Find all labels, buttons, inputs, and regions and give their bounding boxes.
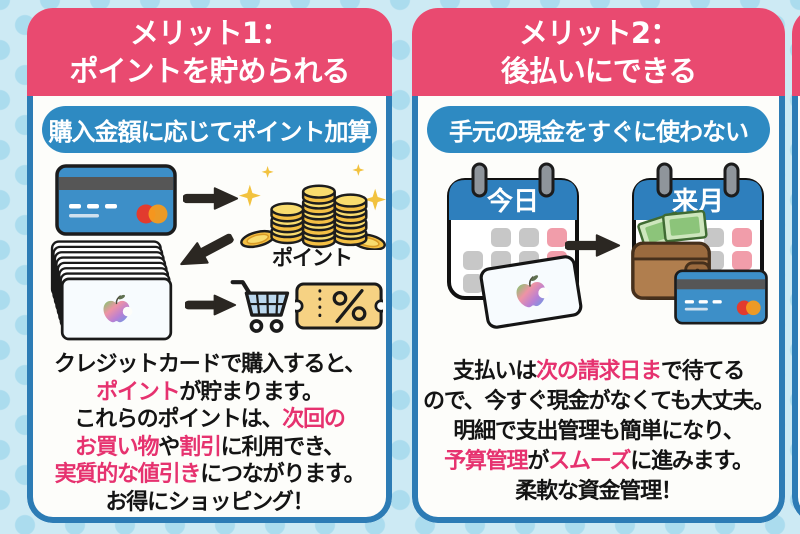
credit-card-icon [55, 164, 177, 236]
sparkles-icon [238, 184, 261, 207]
merit-2-subtitle-pill: 手元の現金をすぐに使わない [427, 106, 770, 153]
body-text-line: クレジットカードで購入すると、 [53, 352, 366, 377]
percent-symbol [332, 289, 367, 323]
shopping-cart-icon [230, 280, 290, 333]
partial-next-card-header [792, 8, 800, 96]
merit-2-card: メリット2： 後払いにできる 手元の現金をすぐに使わない 今日 [412, 8, 785, 523]
merit-1-body: 購入金額に応じてポイント加算 [27, 96, 392, 523]
coins-icon [238, 163, 386, 250]
merit-1-illustration: ポイント [33, 160, 386, 345]
partial-next-card [792, 8, 800, 523]
merit-2-title-line2: 後払いにできる [500, 54, 697, 88]
body-text-line: 柔軟な資金管理！ [515, 479, 683, 504]
merit-1-header: メリット1： ポイントを貯められる [27, 8, 392, 96]
body-text-line: ので、今すぐ現金がなくても大丈夫。 [423, 389, 775, 414]
body-text-line: 明細で支出管理も簡単になり、 [453, 419, 745, 444]
points-label: ポイント [272, 246, 353, 270]
body-text-line: 実質的な値引きにつながります。 [54, 462, 366, 487]
apple-gift-card-icon [479, 255, 583, 329]
merit-1-description: クレジットカードで購入すると、ポイントが貯まります。これらのポイントは、次回のお… [33, 351, 386, 516]
body-text-line: ポイントが貯まります。 [96, 379, 324, 405]
merit-2-illustration: 今日 [418, 160, 779, 345]
partial-next-card-body [792, 96, 800, 523]
body-text-line: これらのポイントは、次回の [74, 407, 346, 432]
merit-2-description: 支払いは次の請求日まで待てるので、今すぐ現金がなくても大丈夫。明細で支出管理も簡… [418, 357, 779, 507]
body-text-line: 支払いは次の請求日まで待てる [452, 359, 745, 384]
body-text-line: お買い物や割引に利用でき、 [75, 434, 345, 460]
body-text-line: お得にショッピング！ [105, 489, 314, 515]
merit-1-title-line1: メリット1： [129, 15, 290, 50]
merit-1-subtitle-pill: 購入金額に応じてポイント加算 [42, 106, 377, 153]
arrow-right-icon [565, 233, 621, 258]
merit-2-header: メリット2： 後払いにできる [412, 8, 785, 96]
merit-1-card: メリット1： ポイントを貯められる 購入金額に応じてポイント加算 [27, 8, 392, 523]
discount-coupon-icon [295, 282, 383, 330]
credit-card-icon [674, 269, 768, 325]
merit-2-body: 手元の現金をすぐに使わない 今日 [412, 96, 785, 523]
gift-card-stack-icon [50, 240, 173, 341]
arrow-right-icon [183, 186, 239, 211]
body-text-line: 予算管理がスムーズに進みます。 [444, 449, 754, 474]
merit-1-title-line2: ポイントを貯められる [69, 54, 350, 88]
merit-2-title-line1: メリット2： [518, 15, 679, 50]
calendar-today-label: 今日 [487, 186, 539, 217]
